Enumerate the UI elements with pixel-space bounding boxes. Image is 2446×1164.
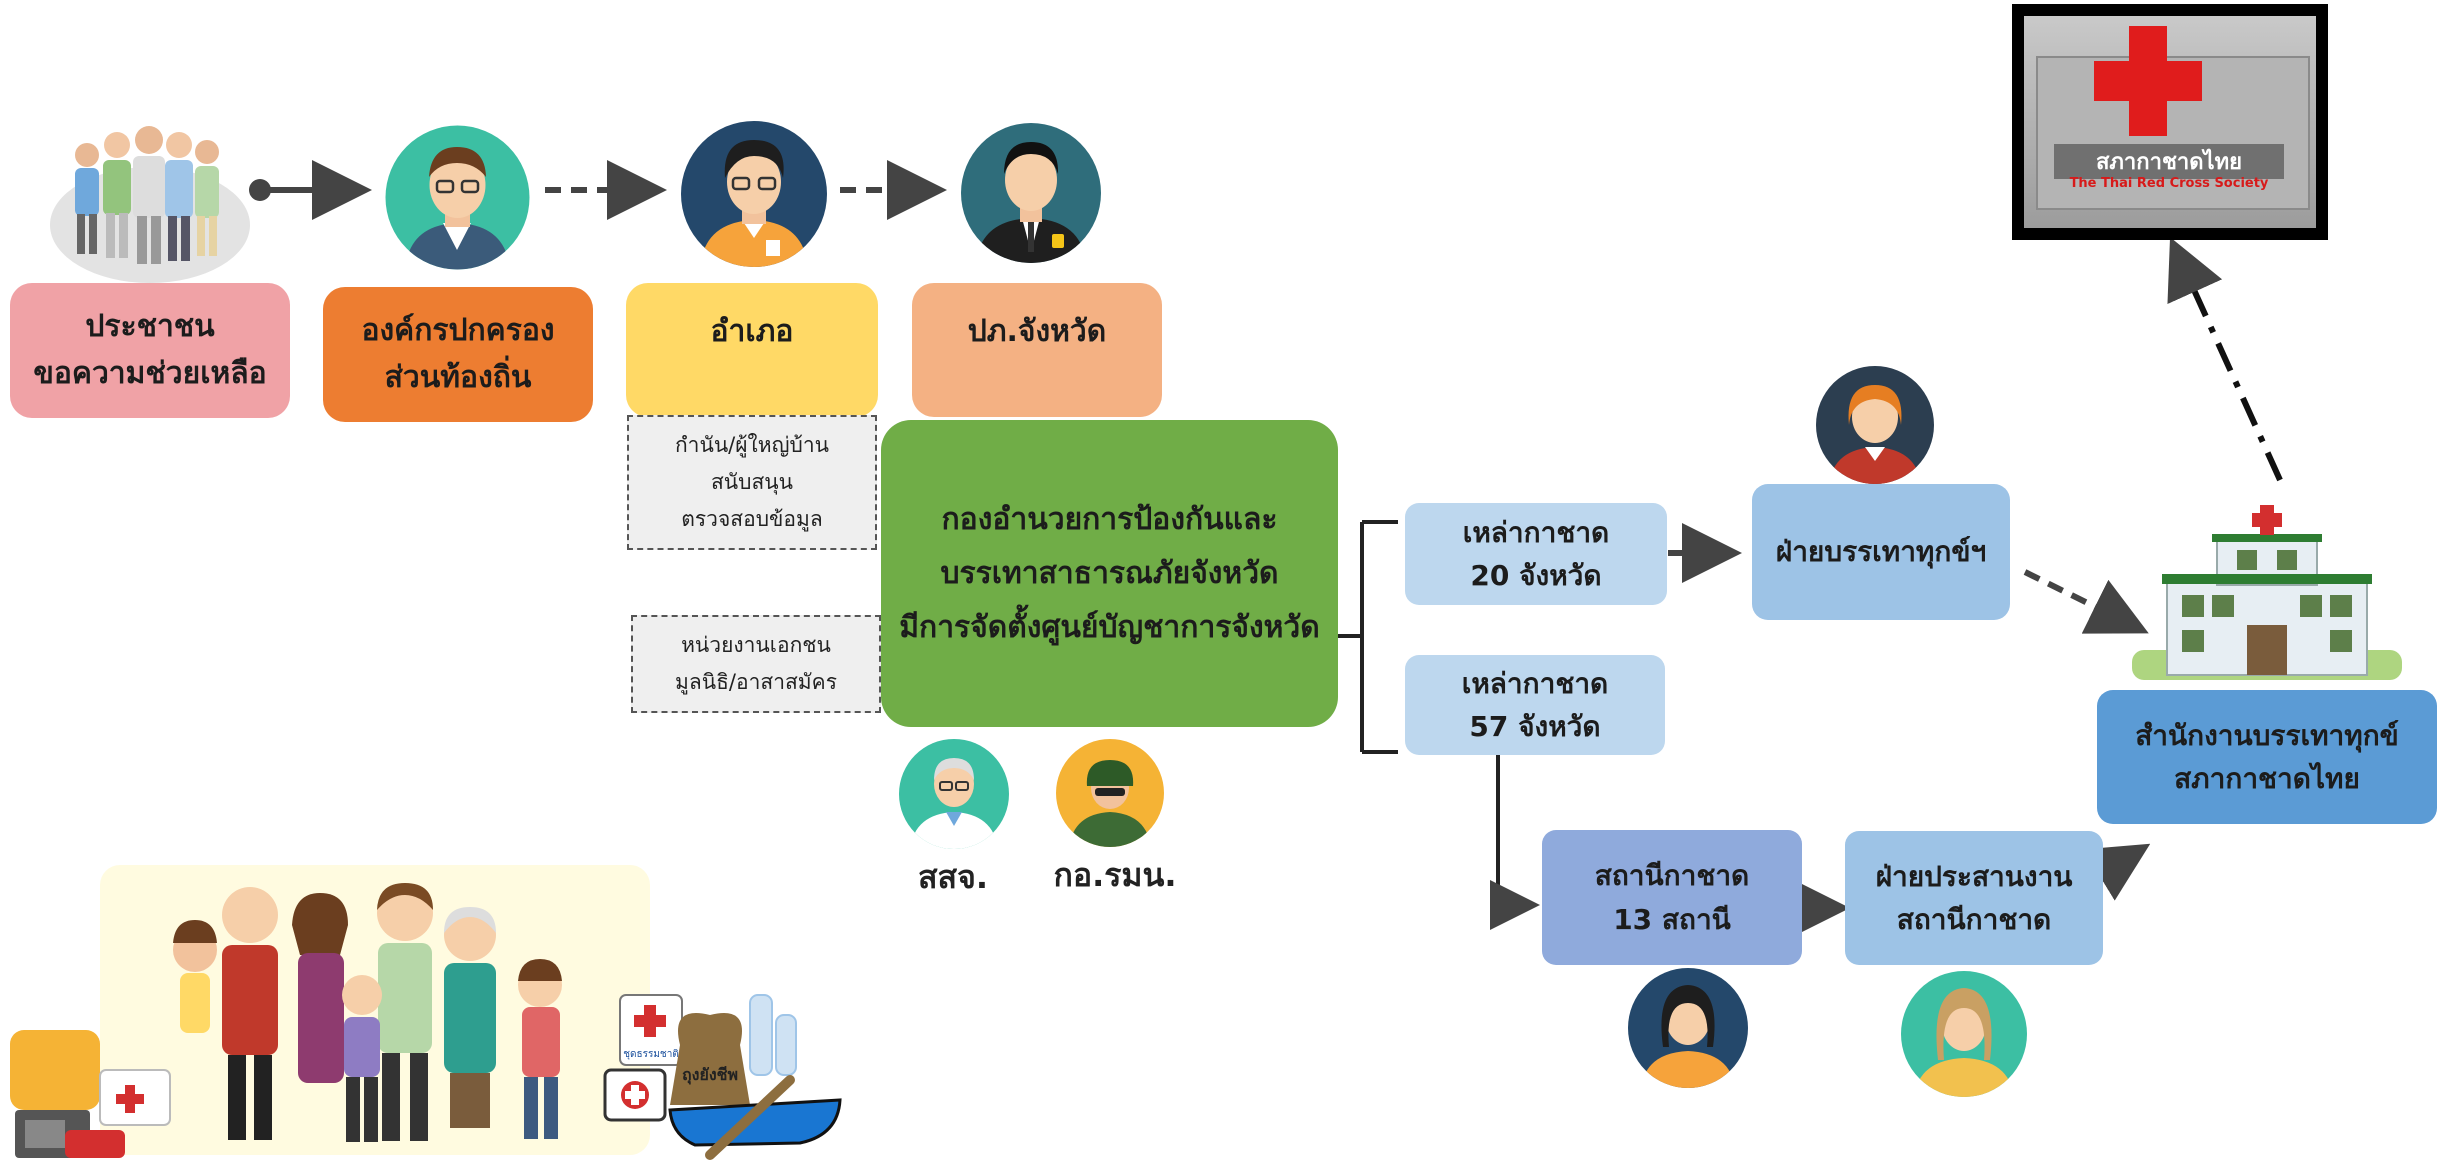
station-coord-line1: ฝ่ายประสานงาน	[1875, 859, 2073, 893]
soldier-avatar	[1056, 739, 1164, 847]
arrow-relief-to-hospital	[2023, 569, 2149, 634]
arrow-rc57-to-stations	[1490, 755, 1540, 930]
village-note-line1: กำนัน/ผู้ใหญ่บ้าน	[674, 433, 830, 458]
command-center-line2: บรรเทาสาธารณภัยจังหวัด	[940, 555, 1279, 591]
hospital-icon	[2132, 505, 2402, 680]
relief-officer-avatar	[1816, 366, 1934, 484]
citizen-line1: ประชาชน	[85, 309, 215, 344]
citizen-box: ประชาชน ขอความช่วยเหลือ	[10, 283, 290, 418]
society-banner-text-en: The Thai Red Cross Society	[2069, 176, 2269, 191]
crowd-icon	[50, 126, 250, 283]
private-note-box: หน่วยงานเอกชน มูลนิธิ/อาสาสมัคร	[631, 615, 881, 713]
local-gov-line1: องค์กรปกครอง	[361, 313, 555, 348]
private-note-line1: หน่วยงานเอกชน	[681, 633, 831, 658]
village-note-line3: ตรวจสอบข้อมูล	[681, 506, 823, 531]
isoc-label: กอ.รมน.	[1053, 856, 1177, 894]
district-line1: อำเภอ	[710, 314, 794, 349]
arrow-coord-to-bureau	[2083, 843, 2151, 901]
first-aid-text: ชุดธรรมชาติ	[623, 1049, 679, 1060]
red-cross-stations-line2: 13 สถานี	[1613, 902, 1731, 936]
red-cross-20-line2: 20 จังหวัด	[1470, 559, 1602, 592]
command-center-line1: กองอำนวยการป้องกันและ	[941, 501, 1278, 537]
red-cross-20-line1: เหล่ากาชาด	[1462, 515, 1610, 549]
red-cross-57-line1: เหล่ากาชาด	[1461, 666, 1609, 700]
village-note-line2: สนับสนุน	[710, 470, 794, 495]
station-coord-line2: สถานีกาชาด	[1896, 903, 2052, 936]
relief-bureau-line2: สภากาชาดไทย	[2174, 762, 2360, 795]
red-cross-society-photo: สภากาชาดไทย The Thai Red Cross Society	[2012, 4, 2328, 240]
doctor-avatar	[899, 739, 1009, 849]
relief-dept-line1: ฝ่ายบรรเทาทุกข์ฯ	[1775, 535, 1987, 569]
red-cross-57-line2: 57 จังหวัด	[1469, 710, 1601, 743]
relief-bureau-box: สำนักงานบรรเทาทุกข์ สภากาชาดไทย	[2097, 690, 2437, 824]
coordinator-avatar	[1901, 971, 2027, 1097]
citizen-line2: ขอความช่วยเหลือ	[33, 355, 267, 391]
district-box: อำเภอ	[626, 283, 878, 417]
arrow-hospital-to-society	[2167, 237, 2283, 482]
red-cross-stations-box: สถานีกาชาด 13 สถานี	[1542, 830, 1802, 965]
relief-bureau-line1: สำนักงานบรรเทาทุกข์	[2135, 718, 2399, 752]
district-officer-avatar	[681, 121, 827, 267]
village-note-box: กำนัน/ผู้ใหญ่บ้าน สนับสนุน ตรวจสอบข้อมูล	[627, 415, 877, 550]
provincial-dpm-line1: ปภ.จังหวัด	[967, 314, 1107, 349]
local-gov-line2: ส่วนท้องถิ่น	[384, 359, 532, 395]
station-coord-box: ฝ่ายประสานงาน สถานีกาชาด	[1845, 831, 2103, 965]
local-official-avatar	[385, 125, 530, 270]
provincial-dpm-box: ปภ.จังหวัด	[912, 283, 1162, 417]
relief-supplies-illustration: ชุดธรรมชาติ ถุงยังชีพ	[603, 994, 842, 1160]
station-officer-avatar	[1628, 968, 1748, 1088]
local-gov-box: องค์กรปกครอง ส่วนท้องถิ่น	[323, 287, 593, 422]
family-illustration	[10, 865, 650, 1158]
provincial-officer-avatar	[961, 123, 1101, 263]
society-banner-text: สภากาชาดไทย	[2054, 144, 2284, 179]
arrow-citizen-to-local-gov	[249, 160, 372, 220]
red-cross-stations-line1: สถานีกาชาด	[1594, 859, 1750, 893]
private-note-line2: มูลนิธิ/อาสาสมัคร	[675, 670, 837, 694]
relief-dept-box: ฝ่ายบรรเทาทุกข์ฯ	[1752, 484, 2010, 620]
red-cross-57-box: เหล่ากาชาด 57 จังหวัด	[1405, 655, 1665, 755]
health-volunteer-label: สสจ.	[918, 858, 988, 896]
red-cross-20-box: เหล่ากาชาด 20 จังหวัด	[1405, 503, 1667, 605]
bracket-command-to-red-cross	[1338, 520, 1398, 754]
command-center-line3: มีการจัดตั้งศูนย์บัญชาการจังหวัด	[899, 609, 1320, 645]
relief-bag-text: ถุงยังชีพ	[682, 1065, 738, 1085]
command-center-box: กองอำนวยการป้องกันและ บรรเทาสาธารณภัยจัง…	[881, 420, 1338, 727]
